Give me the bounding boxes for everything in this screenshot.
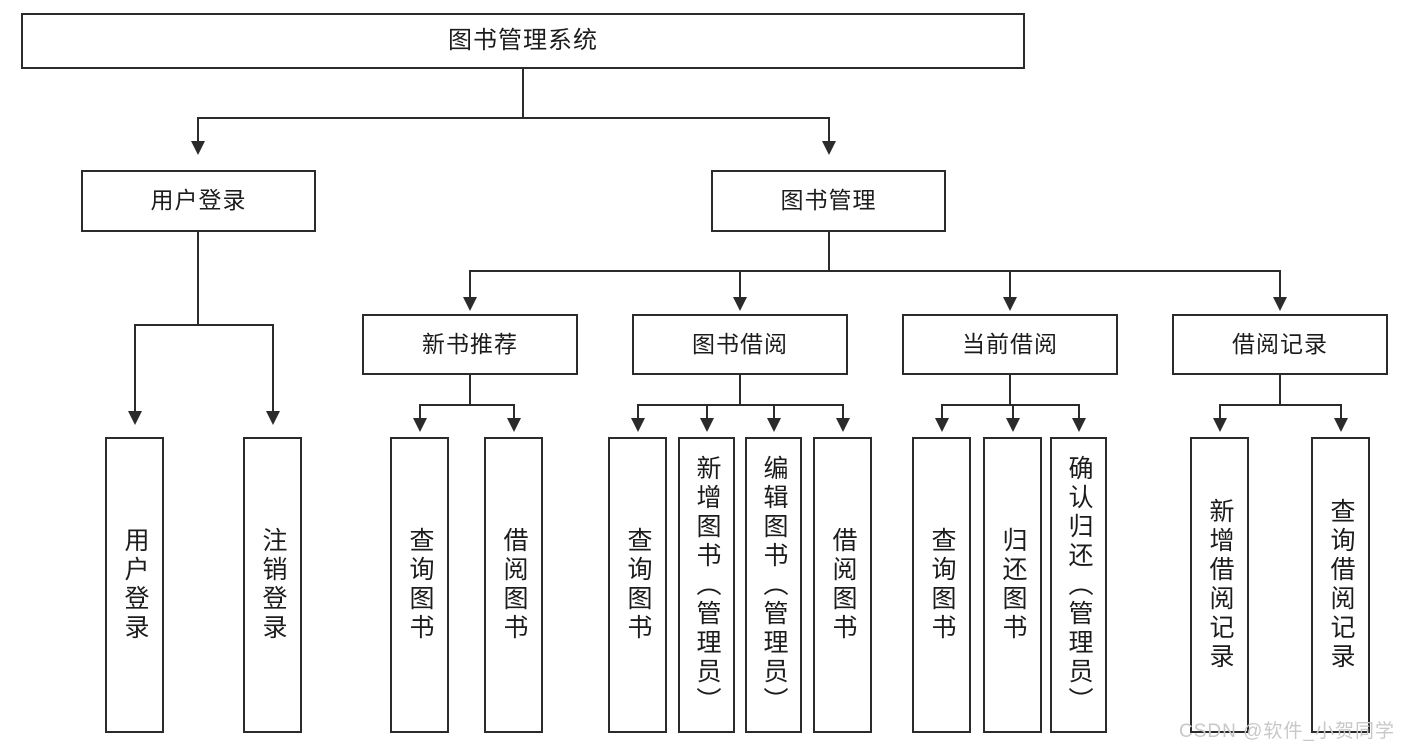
node-leaf-user-login[interactable]: 用户登录 (105, 437, 164, 733)
node-leaf-query-book-1[interactable]: 查询图书 (390, 437, 449, 733)
arrowhead-leaf-borrow-book-1 (507, 418, 521, 432)
arrowhead-leaf-add-book-admin (700, 418, 714, 432)
node-leaf-add-borrow-record[interactable]: 新增借阅记录 (1190, 437, 1249, 733)
node-current-borrow[interactable]: 当前借阅 (902, 314, 1118, 375)
connector-level3-bus (469, 270, 1280, 272)
node-label: 图书借阅 (692, 330, 788, 357)
arrowhead-book-borrow (733, 297, 747, 311)
arrowhead-book-manage (822, 141, 836, 155)
connector-drop-leaf-add-borrow-record (1219, 404, 1221, 420)
node-book-management[interactable]: 图书管理 (711, 170, 946, 232)
node-label: 图书管理 (780, 187, 877, 214)
connector-book-borrow-stem (739, 375, 741, 405)
connector-new-book-recommend-stem (469, 375, 471, 405)
arrowhead-user-login (191, 141, 205, 155)
node-leaf-return-book[interactable]: 归还图书 (983, 437, 1042, 733)
node-label: 借阅记录 (1232, 330, 1328, 357)
connector-drop-borrow-record (1279, 270, 1281, 299)
node-label: 查询图书 (624, 527, 652, 643)
node-leaf-query-book-3[interactable]: 查询图书 (912, 437, 971, 733)
node-leaf-query-book-2[interactable]: 查询图书 (608, 437, 667, 733)
arrowhead-leaf-query-book-3 (935, 418, 949, 432)
node-label: 借阅图书 (500, 527, 528, 643)
connector-borrow-record-stem (1279, 375, 1281, 405)
connector-drop-leaf-query-book-1 (419, 404, 421, 420)
connector-drop-leaf-logout-login (272, 324, 274, 413)
arrowhead-borrow-record (1273, 297, 1287, 311)
arrowhead-leaf-query-borrow-record (1334, 418, 1348, 432)
arrowhead-new-book-recommend (463, 297, 477, 311)
connector-user-login-bus (134, 324, 274, 326)
node-label: 编辑图书（管理员） (760, 454, 788, 716)
connector-book-borrow-bus (637, 404, 844, 406)
connector-drop-leaf-borrow-book-1 (513, 404, 515, 420)
connector-drop-book-manage (828, 117, 830, 143)
node-borrow-record[interactable]: 借阅记录 (1172, 314, 1388, 375)
connector-drop-leaf-user-login (134, 324, 136, 413)
node-label: 用户登录 (150, 187, 247, 214)
connector-drop-leaf-add-book-admin (706, 404, 708, 420)
node-label: 借阅图书 (829, 527, 857, 643)
node-book-borrow[interactable]: 图书借阅 (632, 314, 848, 375)
connector-current-borrow-bus (941, 404, 1079, 406)
connector-drop-leaf-return-book (1012, 404, 1014, 420)
connector-level2-bus (197, 117, 829, 119)
connector-drop-book-borrow (739, 270, 741, 299)
arrowhead-leaf-query-book-2 (631, 418, 645, 432)
connector-new-book-recommend-bus (419, 404, 514, 406)
connector-drop-leaf-query-book-2 (637, 404, 639, 420)
arrowhead-leaf-borrow-book-2 (836, 418, 850, 432)
connector-drop-new-book-recommend (469, 270, 471, 299)
node-label: 用户登录 (121, 527, 149, 643)
arrowhead-leaf-query-book-1 (413, 418, 427, 432)
arrowhead-leaf-confirm-return-admin (1072, 418, 1086, 432)
connector-current-borrow-stem (1009, 375, 1011, 405)
node-label: 查询图书 (406, 527, 434, 643)
node-leaf-confirm-return-admin[interactable]: 确认归还（管理员） (1050, 437, 1107, 733)
connector-borrow-record-bus (1219, 404, 1341, 406)
connector-drop-current-borrow (1009, 270, 1011, 299)
arrowhead-leaf-add-borrow-record (1213, 418, 1227, 432)
node-leaf-borrow-book-2[interactable]: 借阅图书 (813, 437, 872, 733)
connector-drop-leaf-query-book-3 (941, 404, 943, 420)
connector-drop-user-login (197, 117, 199, 143)
node-label: 注销登录 (259, 527, 287, 643)
connector-drop-leaf-query-borrow-record (1340, 404, 1342, 420)
node-new-book-recommend[interactable]: 新书推荐 (362, 314, 578, 375)
node-label: 新书推荐 (422, 330, 518, 357)
arrowhead-leaf-edit-book-admin (767, 418, 781, 432)
connector-drop-leaf-confirm-return-admin (1078, 404, 1080, 420)
node-root-book-management-system[interactable]: 图书管理系统 (21, 13, 1025, 69)
node-leaf-logout-login[interactable]: 注销登录 (243, 437, 302, 733)
arrowhead-leaf-logout-login (266, 411, 280, 425)
node-leaf-add-book-admin[interactable]: 新增图书（管理员） (678, 437, 735, 733)
connector-drop-leaf-edit-book-admin (773, 404, 775, 420)
node-label: 当前借阅 (962, 330, 1058, 357)
node-label: 图书管理系统 (448, 26, 598, 54)
connector-user-login-stem (197, 232, 199, 325)
connector-drop-leaf-borrow-book-2 (842, 404, 844, 420)
node-label: 归还图书 (999, 527, 1027, 643)
arrowhead-leaf-user-login (128, 411, 142, 425)
node-leaf-query-borrow-record[interactable]: 查询借阅记录 (1311, 437, 1370, 733)
node-label: 查询借阅记录 (1327, 498, 1355, 672)
node-label: 确认归还（管理员） (1065, 454, 1093, 716)
node-user-login[interactable]: 用户登录 (81, 170, 316, 232)
node-label: 新增借阅记录 (1206, 498, 1234, 672)
arrowhead-current-borrow (1003, 297, 1017, 311)
node-leaf-borrow-book-1[interactable]: 借阅图书 (484, 437, 543, 733)
node-leaf-edit-book-admin[interactable]: 编辑图书（管理员） (745, 437, 802, 733)
node-label: 新增图书（管理员） (693, 454, 721, 716)
node-label: 查询图书 (928, 527, 956, 643)
connector-root-stem (522, 69, 524, 118)
connector-book-manage-stem (828, 232, 830, 271)
arrowhead-leaf-return-book (1006, 418, 1020, 432)
